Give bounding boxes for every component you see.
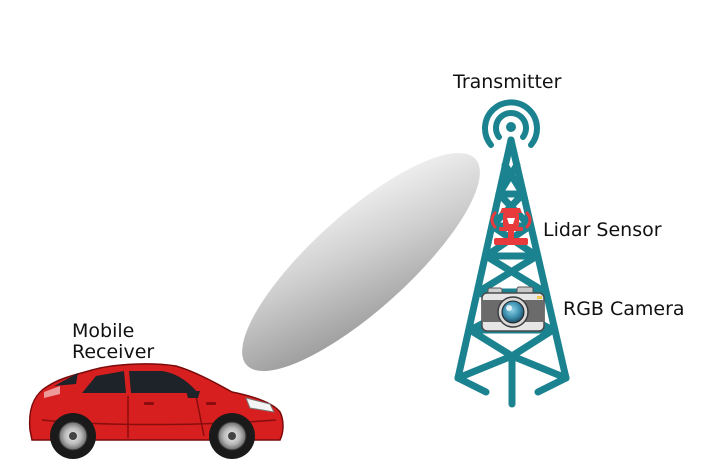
signal-beam — [242, 152, 480, 372]
transmitter-label: Transmitter — [453, 71, 562, 93]
mobile-receiver-label-line2: Receiver — [72, 341, 155, 363]
lidar-sensor-label: Lidar Sensor — [543, 219, 662, 241]
rgb-camera-label: RGB Camera — [563, 298, 685, 320]
mobile-receiver-label-line1: Mobile — [72, 320, 135, 342]
lidar-icon — [490, 208, 532, 245]
signal-icon — [482, 99, 540, 148]
car-icon — [28, 363, 284, 459]
camera-icon — [481, 286, 545, 332]
